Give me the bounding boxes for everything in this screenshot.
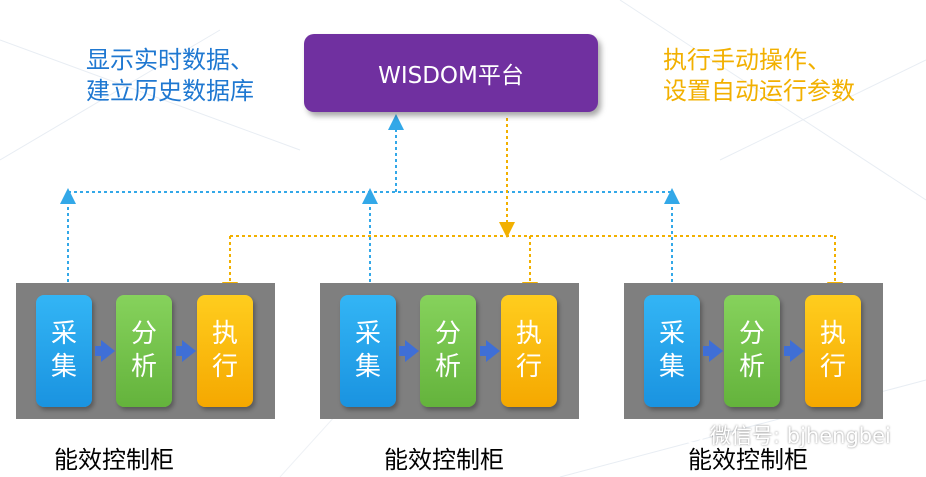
arrow-right-icon bbox=[399, 340, 419, 362]
collect-block: 采 集 bbox=[340, 295, 396, 407]
execute-block: 执 行 bbox=[805, 295, 861, 407]
cabinet-caption: 能效控制柜 bbox=[54, 446, 174, 474]
analyze-char-2: 析 bbox=[738, 352, 765, 382]
collect-char-2: 集 bbox=[50, 352, 77, 382]
execute-char-1: 执 bbox=[211, 319, 238, 349]
collect-block: 采 集 bbox=[36, 295, 92, 407]
arrow-right-icon bbox=[703, 340, 723, 362]
cabinet-3: 采 集 分 析 执 行 bbox=[624, 283, 883, 419]
arrow-right-icon bbox=[784, 340, 804, 362]
data-upload-lines bbox=[60, 114, 680, 294]
watermark: 微信号: bjhengbei bbox=[676, 420, 891, 450]
cabinet-caption: 能效控制柜 bbox=[688, 446, 808, 474]
analyze-char-1: 分 bbox=[434, 319, 461, 349]
analyze-char-2: 析 bbox=[434, 352, 461, 382]
execute-block: 执 行 bbox=[197, 295, 253, 407]
analyze-block: 分 析 bbox=[724, 295, 780, 407]
analyze-char-1: 分 bbox=[130, 319, 157, 349]
arrow-right-icon bbox=[95, 340, 115, 362]
cabinet-1: 采 集 分 析 执 行 bbox=[16, 283, 275, 419]
execute-char-2: 行 bbox=[515, 352, 542, 382]
collect-block: 采 集 bbox=[644, 295, 700, 407]
collect-char-1: 采 bbox=[658, 319, 685, 349]
watermark-text: 微信号: bjhengbei bbox=[710, 424, 891, 448]
analyze-char-2: 析 bbox=[130, 352, 157, 382]
platform-label: WISDOM平台 bbox=[378, 63, 524, 89]
analyze-char-1: 分 bbox=[738, 319, 765, 349]
arrow-right-icon bbox=[480, 340, 500, 362]
cabinet-caption: 能效控制柜 bbox=[384, 446, 504, 474]
analyze-block: 分 析 bbox=[420, 295, 476, 407]
collect-char-2: 集 bbox=[658, 352, 685, 382]
analyze-block: 分 析 bbox=[116, 295, 172, 407]
execute-char-1: 执 bbox=[819, 319, 846, 349]
collect-char-1: 采 bbox=[354, 319, 381, 349]
execute-char-2: 行 bbox=[211, 352, 238, 382]
cabinet-2: 采 集 分 析 执 行 bbox=[320, 283, 579, 419]
execute-char-1: 执 bbox=[515, 319, 542, 349]
execute-block: 执 行 bbox=[501, 295, 557, 407]
wechat-icon bbox=[676, 424, 703, 445]
left-note: 显示实时数据、 建立历史数据库 bbox=[86, 46, 254, 105]
collect-char-1: 采 bbox=[50, 319, 77, 349]
wisdom-platform-box: WISDOM平台 bbox=[304, 34, 598, 112]
right-note: 执行手动操作、 设置自动运行参数 bbox=[663, 46, 855, 105]
execute-char-2: 行 bbox=[819, 352, 846, 382]
arrow-right-icon bbox=[176, 340, 196, 362]
control-lines bbox=[222, 118, 843, 298]
collect-char-2: 集 bbox=[354, 352, 381, 382]
